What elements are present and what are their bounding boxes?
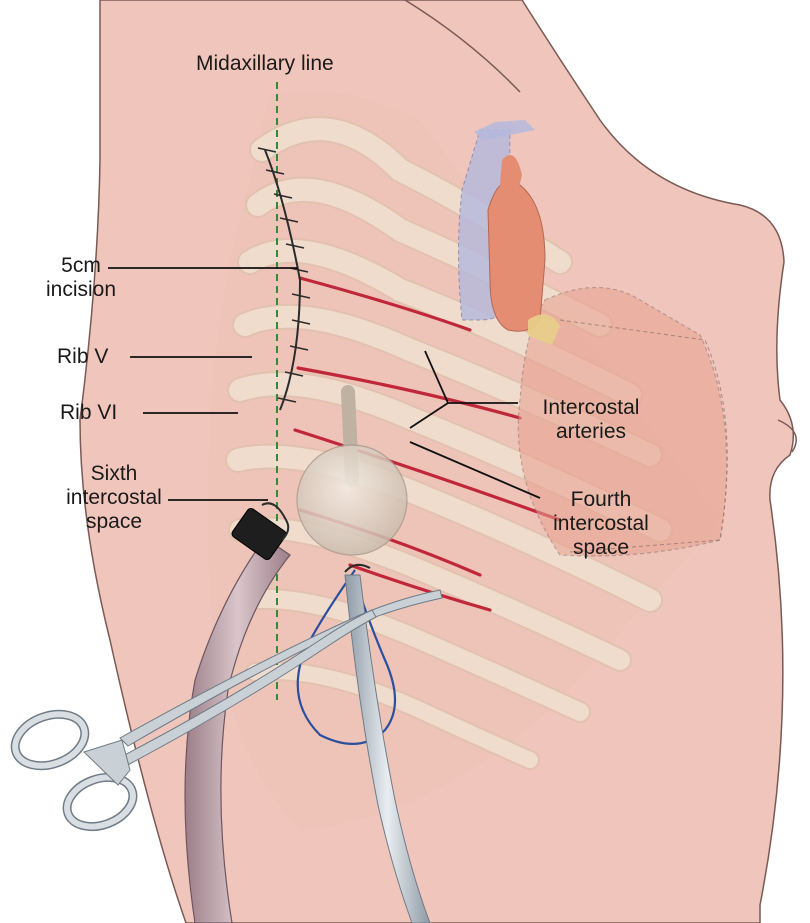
artery xyxy=(298,276,472,332)
heart xyxy=(517,287,728,557)
label-sixth-space-l1: Sixth xyxy=(90,462,138,485)
rib xyxy=(230,518,630,670)
label-incision-l2: incision xyxy=(46,278,117,301)
forceps xyxy=(10,589,443,832)
label-midaxillary-line: Midaxillary line xyxy=(196,52,334,75)
label-sixth-space-l2: intercostal xyxy=(66,486,162,509)
rib xyxy=(247,663,538,768)
leader-fourth-space xyxy=(409,441,541,499)
artery xyxy=(296,366,522,420)
incision-sutures xyxy=(257,147,311,403)
forceps-shank xyxy=(83,739,131,786)
suture-knot xyxy=(344,563,371,573)
aorta-arch xyxy=(500,155,522,205)
pericardium-outline xyxy=(559,319,728,553)
label-fourth-space-l3: space xyxy=(572,536,630,559)
leader-arteries-b xyxy=(409,402,449,429)
pulmonary-artery xyxy=(528,314,560,345)
label-sixth-space: Sixth intercostal space xyxy=(58,462,170,534)
forceps-jaw-lower xyxy=(114,609,377,769)
label-intercostal-arteries: Intercostal arteries xyxy=(526,396,656,444)
label-rib-vi: Rib VI xyxy=(60,401,118,424)
label-incision-l1: 5cm xyxy=(61,254,101,277)
artery xyxy=(348,563,492,612)
vessel-branch xyxy=(474,120,535,140)
rib xyxy=(227,445,661,611)
chest-drain-tube xyxy=(184,537,291,923)
forceps-jaw-upper xyxy=(119,589,443,747)
label-rib-v: Rib V xyxy=(57,345,109,368)
incision xyxy=(264,149,302,411)
leader-lines xyxy=(108,267,541,501)
tube-connector xyxy=(231,507,287,561)
artery xyxy=(293,428,562,522)
nipple xyxy=(777,419,797,453)
rib xyxy=(236,589,589,721)
forceps-ring-upper-inner xyxy=(12,711,88,769)
label-sixth-space-l3: space xyxy=(85,510,143,533)
label-fourth-space-l2: intercostal xyxy=(553,512,649,535)
label-incision: 5cm incision xyxy=(46,254,116,302)
label-fourth-space-l1: Fourth xyxy=(570,488,632,511)
forceps-ring-lower-inner xyxy=(64,774,136,830)
label-arteries-l1: Intercostal xyxy=(542,396,640,419)
label-arteries-l2: arteries xyxy=(555,420,627,443)
shoulder-contour xyxy=(404,0,521,93)
label-fourth-space: Fourth intercostal space xyxy=(536,488,666,560)
metal-guide-rod xyxy=(344,574,431,923)
leader-arteries-a xyxy=(424,350,449,404)
drain-balloon xyxy=(296,444,408,556)
tube-suture xyxy=(261,502,290,541)
